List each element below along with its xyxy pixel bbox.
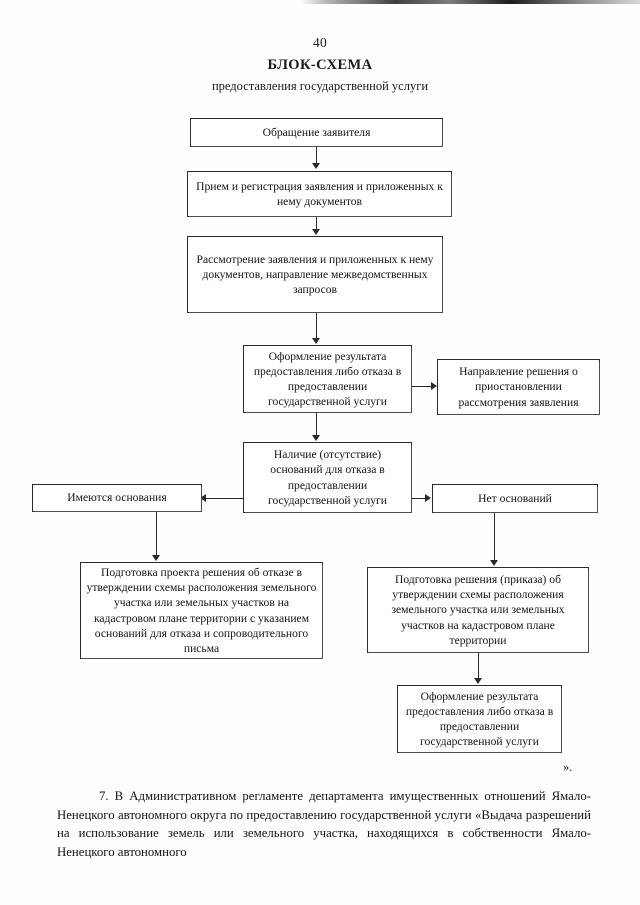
arrow-present-to-refusal	[152, 555, 160, 561]
arrow-request-to-register	[312, 163, 320, 169]
flow-node-approval-order: Подготовка решения (приказа) об утвержде…	[367, 567, 589, 653]
connector-request-to-register	[316, 147, 317, 164]
flow-node-label: Подготовка решения (приказа) об утвержде…	[391, 573, 565, 647]
connector-present-to-refusal	[156, 512, 157, 556]
connector-issue-to-grounds	[316, 413, 317, 436]
flow-node-label: Оформление результата предоставления либ…	[253, 349, 402, 409]
connector-issue-to-suspension	[412, 386, 433, 387]
flow-node-issue-result-final: Оформление результата предоставления либ…	[397, 685, 562, 753]
connector-absent-to-approval	[494, 513, 495, 561]
page-subtitle: предоставления государственной услуги	[211, 79, 429, 93]
flow-node-label: Имеются основания	[67, 491, 167, 505]
arrow-review-to-issue	[312, 338, 320, 344]
flow-node-label: Рассмотрение заявления и приложенных к н…	[196, 252, 434, 297]
connector-register-to-review	[316, 217, 317, 230]
flow-node-grounds-check: Наличие (отсутствие) оснований для отказ…	[243, 442, 412, 513]
flow-node-grounds-absent: Нет оснований	[432, 484, 598, 513]
flow-node-label: Нет оснований	[478, 491, 552, 505]
flow-node-refusal-draft: Подготовка проекта решения об отказе в у…	[80, 562, 323, 659]
connector-grounds-to-absent	[412, 498, 427, 499]
flow-node-label: Направление решения о приостановлении ра…	[458, 365, 579, 409]
page-title: БЛОК-СХЕМА	[267, 57, 373, 73]
flow-node-label: Подготовка проекта решения об отказе в у…	[86, 566, 317, 655]
flow-node-label: Оформление результата предоставления либ…	[405, 689, 554, 749]
body-paragraph: 7. В Административном регламенте департа…	[57, 789, 591, 859]
flow-node-label: Наличие (отсутствие) оснований для отказ…	[267, 448, 387, 507]
scan-edge-artifact	[300, 0, 640, 4]
closing-quote-mark: ».	[563, 760, 573, 774]
arrow-absent-to-approval	[490, 560, 498, 566]
page-number: 40	[313, 35, 327, 50]
arrow-register-to-review	[312, 229, 320, 235]
flow-node-grounds-present: Имеются основания	[32, 484, 202, 512]
flow-node-suspension-decision: Направление решения о приостановлении ра…	[437, 359, 600, 415]
arrow-issue-to-grounds	[312, 435, 320, 441]
arrow-grounds-to-absent	[425, 494, 431, 502]
connector-grounds-to-present	[204, 498, 243, 499]
arrow-grounds-to-present	[200, 494, 206, 502]
flow-node-label: Прием и регистрация заявления и приложен…	[196, 179, 443, 208]
connector-approval-to-final	[478, 653, 479, 679]
flow-node-label: Обращение заявителя	[262, 125, 371, 139]
flow-node-review-documents: Рассмотрение заявления и приложенных к н…	[187, 236, 443, 313]
connector-review-to-issue	[316, 313, 317, 339]
arrow-approval-to-final	[474, 678, 482, 684]
flow-node-applicant-request: Обращение заявителя	[190, 118, 443, 147]
arrow-issue-to-suspension	[431, 382, 437, 390]
flow-node-receive-register: Прием и регистрация заявления и приложен…	[187, 171, 452, 217]
flow-node-issue-result: Оформление результата предоставления либ…	[243, 345, 412, 413]
